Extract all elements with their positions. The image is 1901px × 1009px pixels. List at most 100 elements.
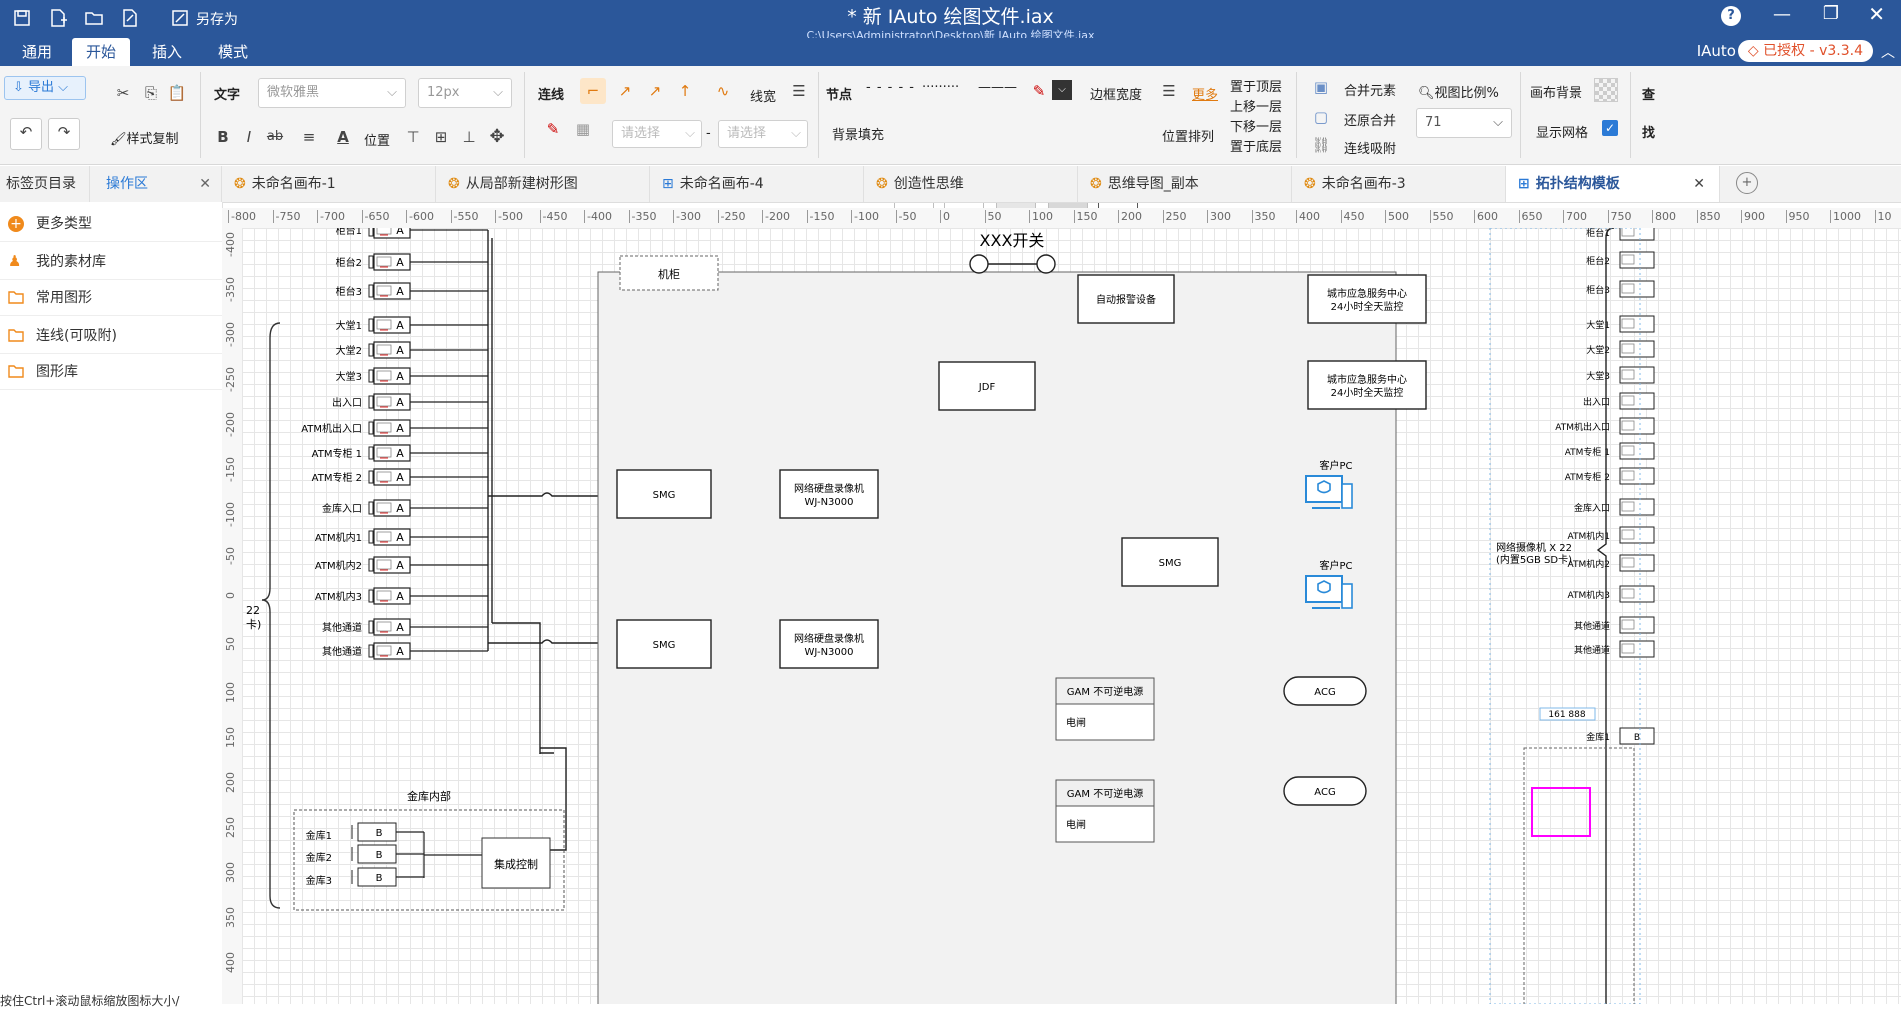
snap-button[interactable]: 连线吸附 [1344,142,1397,157]
connector-vertical-icon[interactable]: ↑ [678,82,692,100]
camera-node[interactable] [1619,640,1655,658]
camera-node[interactable] [373,228,411,239]
tab-tree[interactable]: ❂从局部新建树形图 [436,166,650,202]
more-link[interactable]: 更多 [1192,88,1219,103]
cut-icon[interactable]: ✂ [116,84,130,102]
paste-icon[interactable]: 📋 [167,84,187,102]
selection-bounds[interactable] [1489,228,1641,1004]
tab-creative[interactable]: ❂创造性思维 [864,166,1078,202]
redo-icon[interactable]: ↷ [48,118,80,150]
vault-camera-node[interactable] [1619,727,1655,745]
move-down-button[interactable]: 下移一层 [1230,120,1283,135]
menu-tab-start[interactable]: 开始 [72,38,131,66]
camera-node[interactable] [1619,228,1655,241]
nvr-node-1[interactable] [779,469,879,519]
camera-node[interactable] [1619,526,1655,544]
strikethrough-button[interactable]: ab [266,129,284,144]
show-grid-checkbox[interactable]: ✓ [1602,120,1618,136]
tab-canvas-1[interactable]: ❂未命名画布-1 [222,166,436,202]
camera-node[interactable] [373,556,411,574]
find-button-bottom[interactable]: 找 [1642,126,1656,141]
solid-style[interactable]: ——— [978,80,1017,95]
align-icon[interactable]: ≡ [302,128,316,146]
selected-element[interactable] [1531,787,1591,837]
sidebar-tab-directory[interactable]: 标签页目录 [0,166,90,202]
jdf-node[interactable] [938,361,1036,411]
merge-button[interactable]: 合并元素 [1344,84,1397,99]
fill-dropdown-icon[interactable]: ⌵ [1052,80,1072,100]
sidebar-item-shape-library[interactable]: 图形库 [0,354,222,390]
undo-icon[interactable]: ↶ [10,118,42,150]
dash-style-2[interactable]: ········· [922,80,960,95]
transparent-icon[interactable]: ▦ [575,120,591,138]
sidebar-tab-operations[interactable]: 操作区✕ [90,166,222,202]
export-file-icon[interactable] [120,8,140,28]
export-button[interactable]: ⇩ 导出 ⌵ [4,76,86,100]
camera-node[interactable] [373,253,411,271]
view-scale-select[interactable]: 71⌵ [1416,108,1512,138]
camera-node[interactable] [373,618,411,636]
move-icon[interactable]: ✥ [489,126,505,147]
line-width-icon[interactable]: ☰ [792,82,806,100]
nvr-node-2[interactable] [779,619,879,669]
camera-node[interactable] [1619,417,1655,435]
save-as-icon[interactable] [170,8,190,28]
menu-tab-insert[interactable]: 插入 [152,43,183,61]
camera-node[interactable] [373,282,411,300]
italic-button[interactable]: I [246,128,252,146]
client-pc-icon[interactable] [1305,575,1353,609]
add-tab-icon[interactable]: + [1736,172,1758,194]
client-pc-icon[interactable] [1305,475,1353,509]
camera-node[interactable] [1619,498,1655,516]
vault-camera-node[interactable] [357,844,397,864]
menu-tab-mode[interactable]: 模式 [218,43,249,61]
line-end-select[interactable]: 请选择⌵ [718,120,808,148]
connector-elbow-icon[interactable]: ↗ [618,82,632,100]
camera-node[interactable] [1619,392,1655,410]
tab-canvas-4[interactable]: ⊞未命名画布-4 [650,166,864,202]
camera-node[interactable] [1619,251,1655,269]
align-top-icon[interactable]: ⊤ [406,128,420,146]
sidebar-item-my-library[interactable]: ♟我的素材库 [0,244,222,280]
minimize-icon[interactable]: — [1773,4,1791,25]
camera-node[interactable] [373,468,411,486]
acg-node-1[interactable] [1283,676,1367,706]
font-size-select[interactable]: 12px⌵ [418,78,512,108]
camera-node[interactable] [373,642,411,660]
save-as-label[interactable]: 另存为 [196,12,238,28]
camera-node[interactable] [373,499,411,517]
camera-node[interactable] [1619,442,1655,460]
alarm-node[interactable] [1077,274,1175,324]
style-copy-button[interactable]: 🖌样式复制 [110,128,179,147]
acg-node-2[interactable] [1283,776,1367,806]
dash-style-1[interactable]: - - - - - [866,80,915,95]
bold-button[interactable]: B [217,128,229,146]
link-icon[interactable]: ⛓ [1311,136,1331,154]
license-badge[interactable]: ◇ 已授权 - v3.3.4 [1737,40,1873,62]
camera-node[interactable] [373,341,411,359]
unmerge-button[interactable]: 还原合并 [1344,114,1397,129]
camera-node[interactable] [1619,616,1655,634]
find-button-top[interactable]: 查 [1642,88,1656,103]
cabinet-label-box[interactable] [619,255,719,291]
smg-node-2[interactable] [616,619,712,669]
switch-terminal-right[interactable] [1036,254,1056,274]
camera-node[interactable] [1619,340,1655,358]
topology-diagram[interactable]: 机柜 XXX开关 SMGSMG网络硬盘录像机WJ-N3000网络硬盘录像机WJ-… [242,228,1901,1004]
close-icon[interactable]: ✕ [1693,176,1705,192]
new-file-icon[interactable] [48,8,68,28]
collapse-ribbon-icon[interactable]: ︿ [1881,45,1895,61]
camera-node[interactable] [1619,554,1655,572]
unmerge-icon[interactable]: ▢ [1313,108,1329,126]
send-bottom-button[interactable]: 置于底层 [1230,140,1283,155]
align-middle-icon[interactable]: ⊞ [434,128,448,146]
line-color-icon[interactable]: ✎ [546,120,560,138]
emergency-center-node-1[interactable] [1307,274,1427,324]
camera-node[interactable] [1619,467,1655,485]
camera-node[interactable] [373,367,411,385]
camera-node[interactable] [373,419,411,437]
open-folder-icon[interactable] [84,8,104,28]
tab-mindmap-copy[interactable]: ❂思维导图_副本 [1078,166,1292,202]
switch-terminal-left[interactable] [969,254,989,274]
canvas-bg-swatch[interactable] [1594,78,1618,102]
